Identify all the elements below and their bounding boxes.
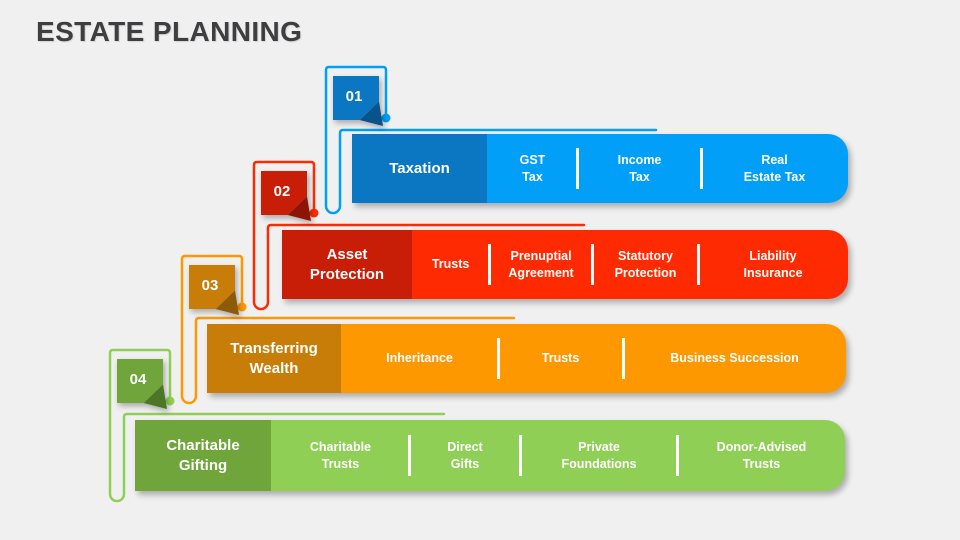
connector-dot <box>381 113 391 123</box>
badge-number: 03 <box>201 276 219 294</box>
topic-label: Taxation <box>352 134 487 203</box>
step-badge-04: 04 <box>117 359 167 409</box>
topic-label: Transferring Wealth <box>207 324 341 393</box>
topic-item: Inheritance <box>341 324 500 393</box>
topic-items: Trusts Prenuptial Agreement Statutory Pr… <box>412 230 848 299</box>
badge-number: 04 <box>129 370 147 388</box>
connector-line <box>252 160 586 311</box>
topic-item: Charitable Trusts <box>271 420 412 491</box>
connector-dot <box>165 396 175 406</box>
topic-item: Real Estate Tax <box>743 153 806 184</box>
topic-item: GST Tax <box>487 134 580 203</box>
connector-line <box>180 254 516 405</box>
topic-item: Direct Gifts <box>410 420 522 491</box>
step-badge-01: 01 <box>333 76 383 126</box>
topic-item: Statutory Protection <box>593 230 700 299</box>
topic-item: Private Foundations <box>520 420 680 491</box>
topic-item: Prenuptial Agreement <box>489 230 595 299</box>
topic-item: Business Succession <box>670 351 799 366</box>
topic-bar-taxation: Taxation GST Tax Income Tax Real Estate … <box>352 134 848 203</box>
topic-item: Trusts <box>412 230 491 299</box>
step-badge-03: 03 <box>189 265 239 315</box>
topic-items: GST Tax Income Tax Real Estate Tax <box>487 134 848 203</box>
topic-items: Inheritance Trusts Business Succession <box>341 324 846 393</box>
topic-item: Trusts <box>498 324 625 393</box>
topic-bar-transferring-wealth: Transferring Wealth Inheritance Trusts B… <box>207 324 846 393</box>
topic-item: Liability Insurance <box>743 249 803 280</box>
connector-dot <box>309 208 319 218</box>
topic-label: Asset Protection <box>282 230 412 299</box>
badge-number: 01 <box>345 87 363 105</box>
topic-item: Donor-Advised Trusts <box>716 440 807 471</box>
step-badge-02: 02 <box>261 171 311 221</box>
connector-line <box>324 65 658 215</box>
topic-bar-asset-protection: Asset Protection Trusts Prenuptial Agree… <box>282 230 848 299</box>
connector-dot <box>237 302 247 312</box>
topic-bar-charitable-gifting: Charitable Gifting Charitable Trusts Dir… <box>135 420 845 491</box>
page-title: ESTATE PLANNING <box>36 16 303 47</box>
topic-items: Charitable Trusts Direct Gifts Private F… <box>271 420 845 491</box>
topic-label: Charitable Gifting <box>135 420 271 491</box>
badge-number: 02 <box>273 182 291 200</box>
connector-line <box>108 348 446 503</box>
topic-item: Income Tax <box>578 134 703 203</box>
